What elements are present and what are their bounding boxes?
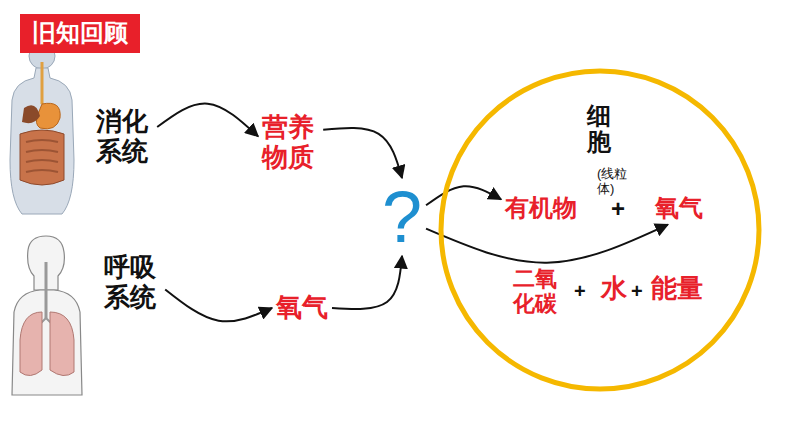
product-label: 二氧 化碳 — [509, 263, 565, 320]
flow-arrow — [165, 289, 272, 321]
node-text: 有机物 — [505, 194, 577, 222]
node-text: ? — [382, 181, 422, 253]
respiratory-figure — [12, 236, 82, 395]
node-text: 氧气 — [276, 293, 328, 323]
node-subtext: (线粒体) — [597, 167, 640, 197]
plus-sign: + — [574, 281, 586, 301]
flow-arrow — [157, 104, 258, 137]
product-label: 能量 — [647, 271, 707, 307]
digestive-figure — [10, 43, 74, 214]
system-label: 消化 系统 — [92, 104, 157, 170]
node-text: 消化 系统 — [96, 107, 153, 167]
substance-label: 营养 物质 — [258, 110, 323, 176]
plus-sign: + — [631, 281, 643, 301]
system-label: 呼吸 系统 — [100, 250, 165, 316]
title-banner: 旧知回顾 — [20, 14, 140, 53]
product-label: 水 — [597, 271, 631, 307]
cell-circle: 细胞 (线粒体) 有机物 氧气二氧 化碳 水能量 + + + — [437, 67, 763, 393]
plus-sign: + — [611, 197, 625, 221]
node-text: 呼吸 系统 — [104, 253, 161, 313]
node-text: 氧气 — [655, 194, 703, 222]
node-text: 营养 物质 — [262, 113, 319, 173]
substance-label: 氧气 — [272, 290, 332, 326]
flow-arrow — [426, 186, 501, 205]
node-text: 能量 — [651, 274, 703, 304]
cell-circle-outline — [441, 71, 759, 389]
flow-arrow — [426, 225, 668, 263]
node-text: 二氧 化碳 — [513, 266, 561, 317]
question-mark: ? — [378, 178, 426, 256]
reactant-label: 氧气 — [651, 191, 707, 225]
flow-arrow — [332, 256, 402, 309]
node-text: 细胞 — [587, 103, 611, 156]
flow-arrow — [323, 128, 402, 178]
reactant-label: 有机物 — [501, 191, 581, 225]
node-text: 水 — [601, 274, 627, 304]
